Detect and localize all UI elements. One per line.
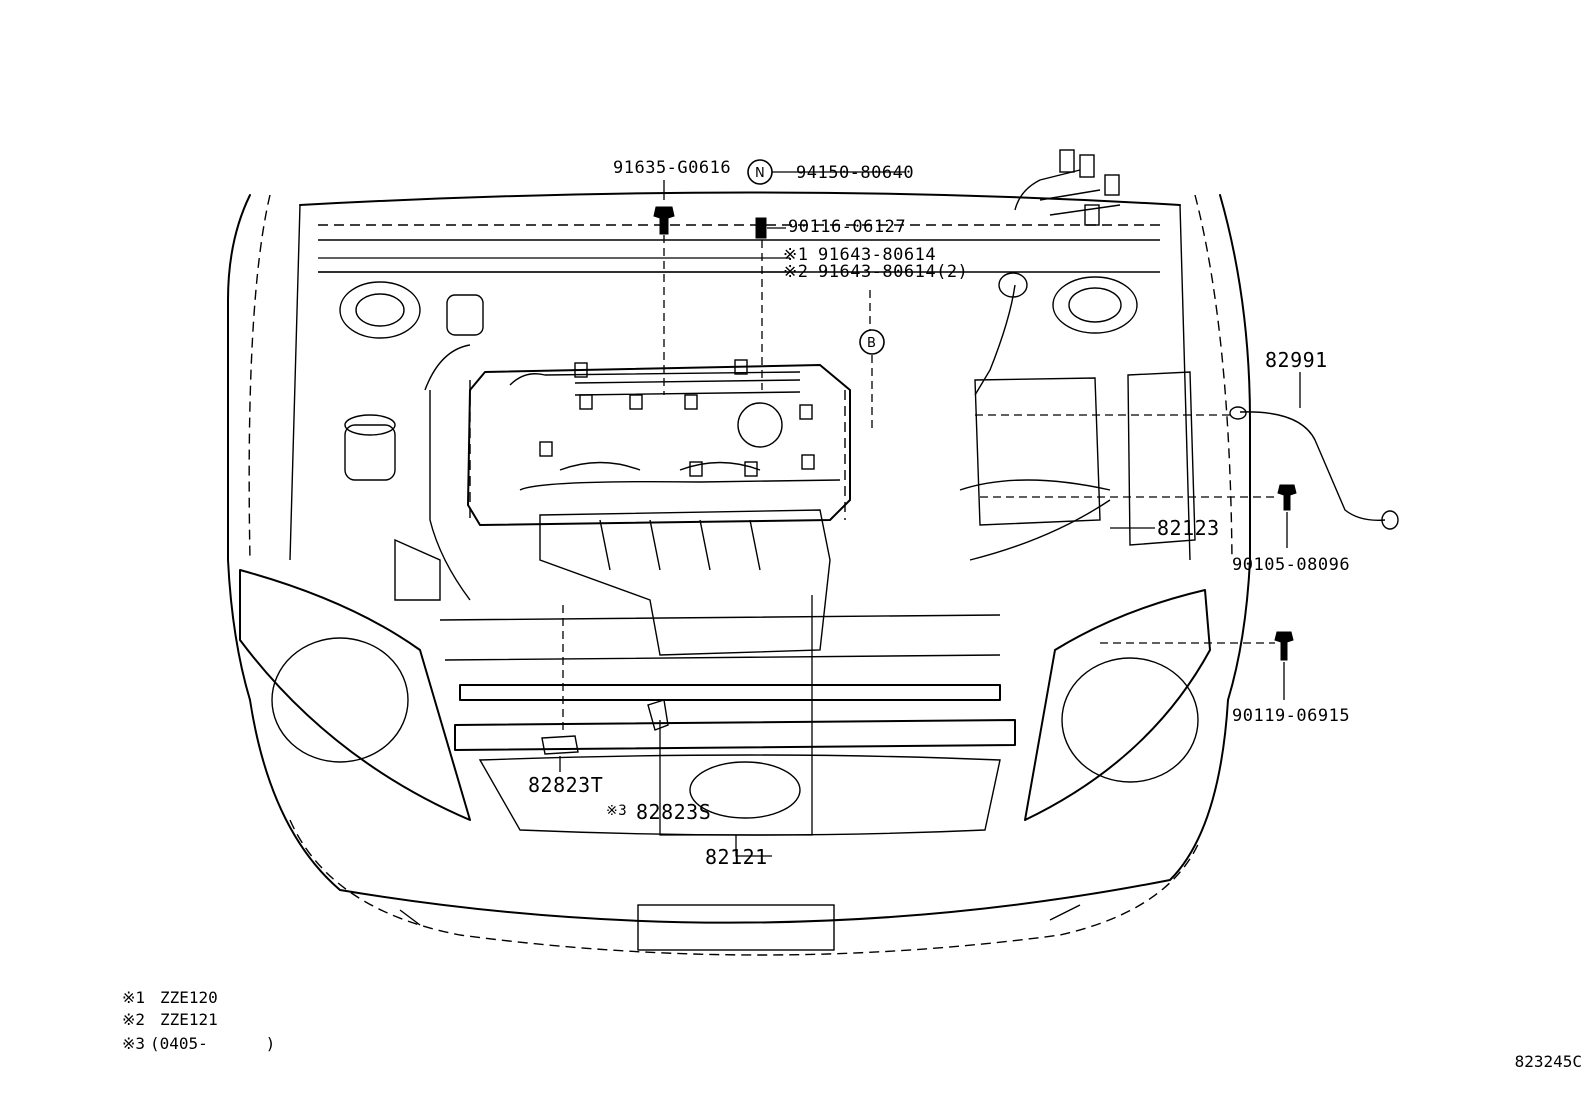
harness-upper xyxy=(509,371,801,386)
leader-82823S xyxy=(659,595,813,836)
front-crossmember xyxy=(459,684,1001,701)
n-callout-text: N xyxy=(755,166,765,181)
radiator-support xyxy=(439,614,1001,661)
label-82823T: 82823T xyxy=(528,773,604,797)
upper-grille xyxy=(454,719,1016,751)
bolt-90105-icon xyxy=(1277,484,1297,511)
note-1-text: ZZE120 xyxy=(160,988,218,1007)
label-82991: 82991 xyxy=(1265,348,1328,372)
harness-right xyxy=(959,479,1111,561)
note-2-mark: ※2 xyxy=(122,1010,146,1029)
grommet xyxy=(998,272,1028,298)
label-90116: 90116-06127 xyxy=(788,217,907,237)
engine-cover xyxy=(467,364,851,526)
note-2-text: ZZE121 xyxy=(160,1010,218,1029)
strut-tower-right-inner xyxy=(1068,287,1122,323)
headlight-left-lens xyxy=(271,637,409,763)
hood-edge-right xyxy=(1194,194,1233,561)
coolant-tank xyxy=(344,424,396,481)
firewall xyxy=(299,191,1181,206)
strut-tower-right xyxy=(1052,276,1138,334)
connector-82823T xyxy=(541,735,579,755)
label-90119: 90119-06915 xyxy=(1232,706,1351,726)
headlight-right-lens xyxy=(1061,657,1199,783)
ground-wire-82991 xyxy=(1239,411,1386,521)
harness-main xyxy=(519,479,841,491)
fog-left xyxy=(399,909,421,926)
headlight-right xyxy=(1024,589,1211,821)
label-91643b: 91643-80614(2) xyxy=(818,262,969,282)
fog-right xyxy=(1049,904,1081,921)
cowl-sides xyxy=(289,204,1191,561)
strut-tower-left xyxy=(339,281,421,339)
bolt-90119-icon xyxy=(1274,631,1294,661)
connector-bundle xyxy=(1014,169,1121,216)
bumper-lower-edge xyxy=(289,819,1201,956)
label-90105: 90105-08096 xyxy=(1232,555,1351,575)
headlight-left xyxy=(239,569,471,821)
cowl-line xyxy=(318,239,1160,273)
front-bumper xyxy=(249,699,1229,924)
leader-82121 xyxy=(735,835,772,857)
hood-outline-right xyxy=(1219,194,1251,701)
note-3-mark: ※3 xyxy=(122,1034,146,1053)
label-94150: 94150-80640 xyxy=(796,163,915,183)
connector-82823S xyxy=(647,699,669,731)
fuel-rail xyxy=(574,379,801,396)
bolt-91635-icon xyxy=(653,206,675,235)
clip-90116-icon xyxy=(755,217,767,239)
n-callout xyxy=(747,159,773,185)
intake-manifold xyxy=(539,509,831,656)
note-3-text: (0405- ) xyxy=(150,1034,276,1053)
label-82823S-mark: ※3 xyxy=(606,803,628,819)
air-cleaner-box xyxy=(974,377,1101,526)
license-plate xyxy=(637,904,835,951)
hood-edge-left xyxy=(248,194,271,561)
b-callout-text: B xyxy=(867,336,876,351)
battery xyxy=(1127,371,1196,546)
label-91643a-mark: ※1 xyxy=(783,245,809,265)
harness-left xyxy=(424,344,471,601)
harness-grommet-lead xyxy=(974,284,1016,396)
figure-reference: 823245C xyxy=(1514,1052,1582,1071)
label-91643a: 91643-80614 xyxy=(818,245,937,265)
hood-outline xyxy=(227,194,251,701)
label-82121: 82121 xyxy=(705,845,768,869)
harness-branch xyxy=(559,461,761,471)
label-91635: 91635-G0616 xyxy=(613,158,732,178)
b-callout xyxy=(859,329,885,355)
strut-tower-left-inner xyxy=(355,293,405,327)
brake-reservoir xyxy=(446,294,484,336)
note-1-mark: ※1 xyxy=(122,988,146,1007)
label-82123: 82123 xyxy=(1157,516,1220,540)
emblem xyxy=(689,761,801,819)
label-82823S: 82823S xyxy=(636,800,712,824)
label-91643b-mark: ※2 xyxy=(783,262,809,282)
